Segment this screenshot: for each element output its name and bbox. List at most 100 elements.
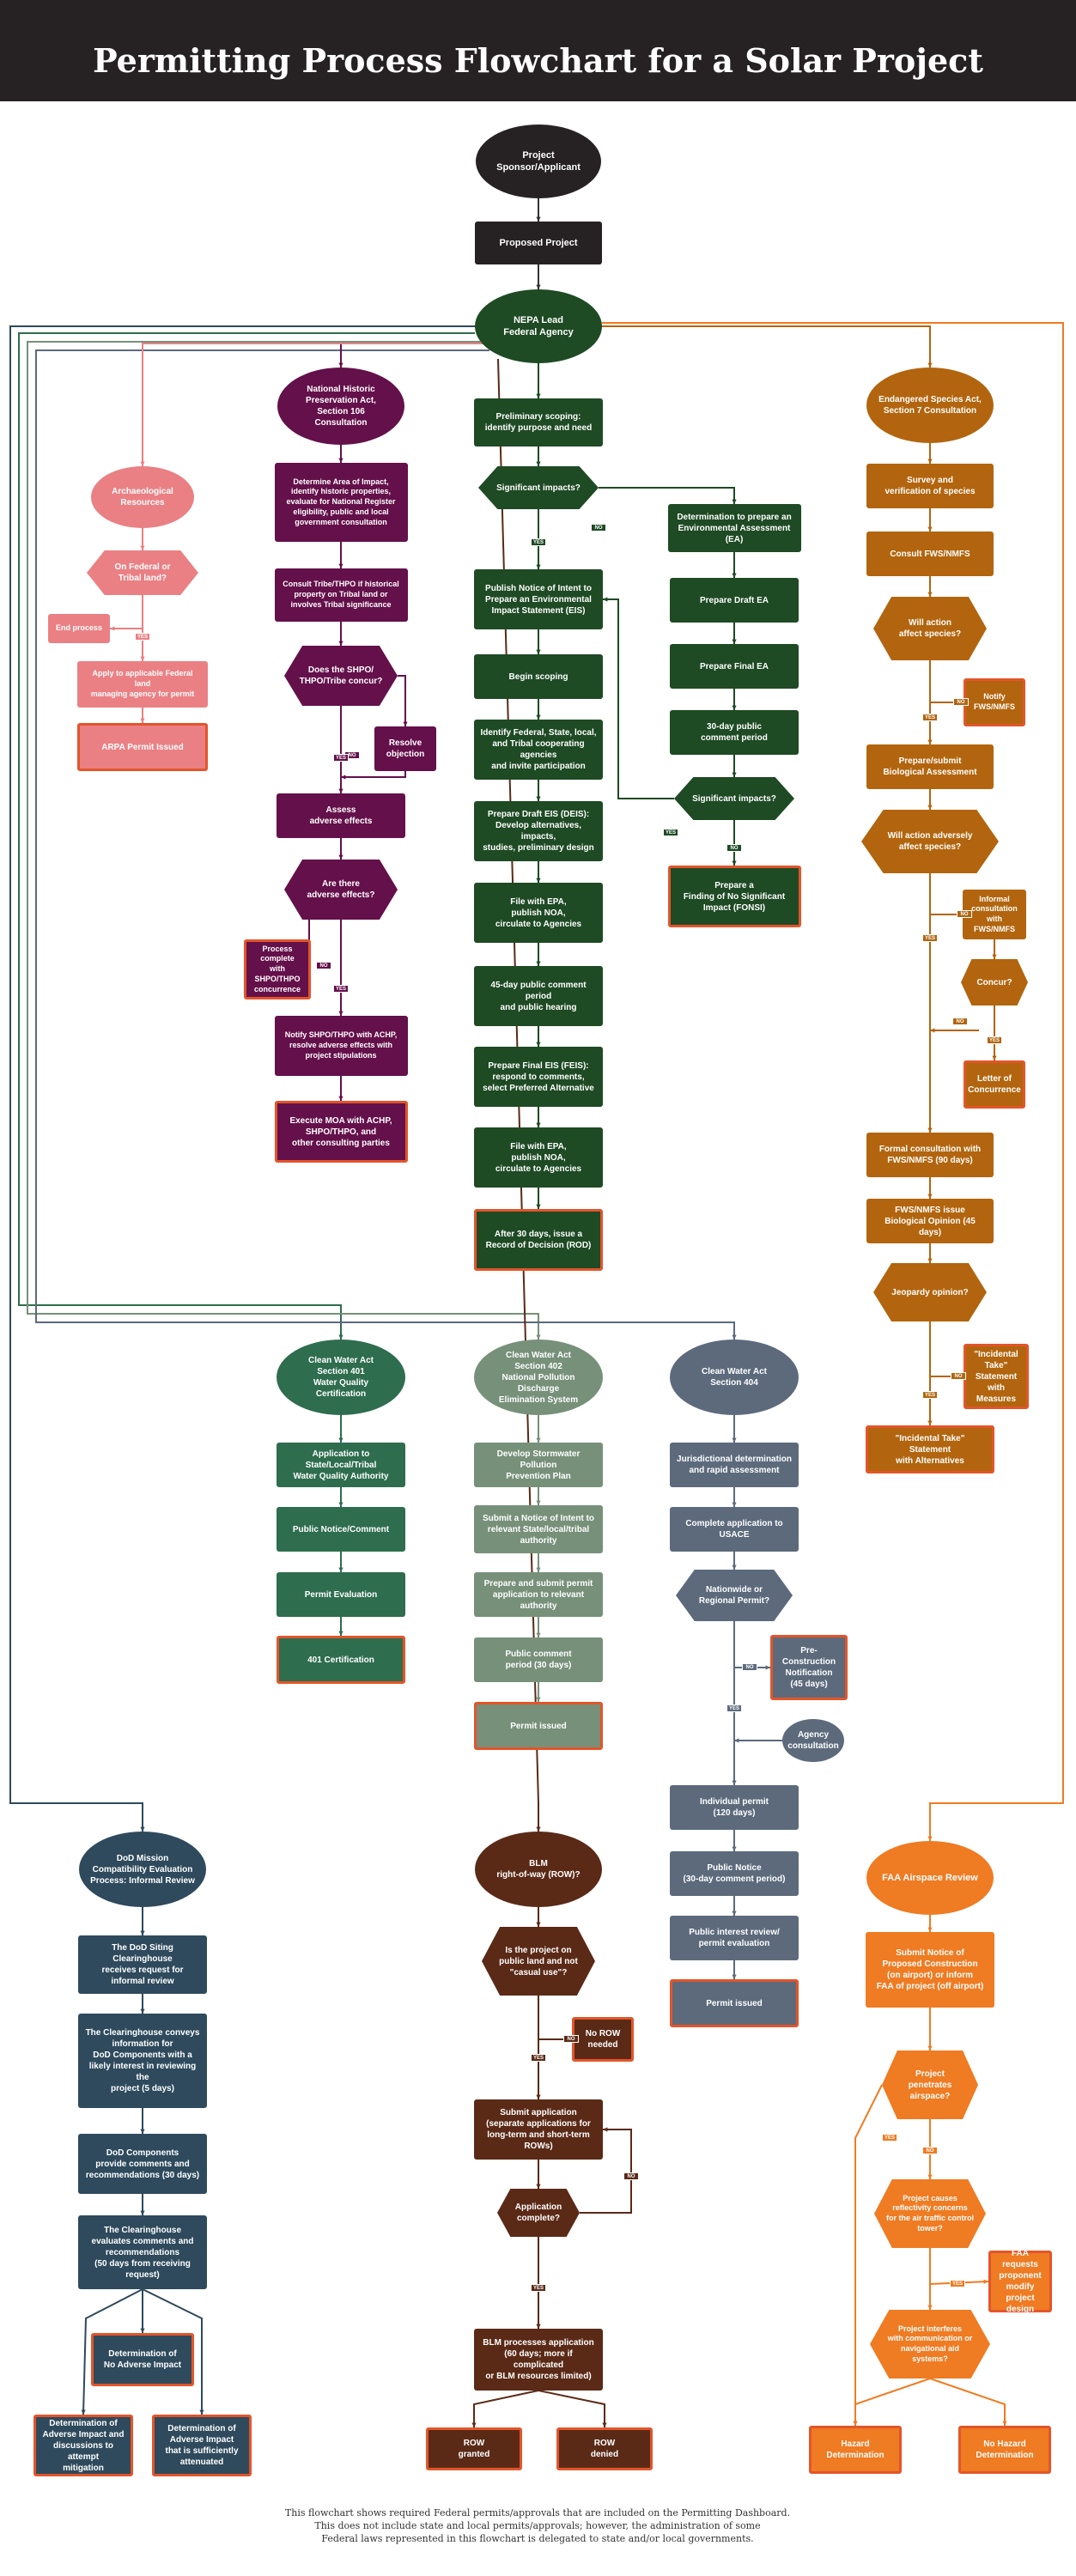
title-banner xyxy=(0,0,1076,101)
arrowhead xyxy=(536,961,541,966)
arrowhead xyxy=(536,1334,541,1340)
node-nhpa: National Historic Preservation Act, Sect… xyxy=(277,368,404,445)
yes-label: YES xyxy=(922,1391,938,1399)
connector xyxy=(82,2288,143,2415)
node-proposed: Proposed Project xyxy=(475,222,602,264)
connector xyxy=(929,2378,1006,2426)
arrowhead xyxy=(140,461,145,466)
arrowhead xyxy=(536,2324,541,2329)
page-title: Permitting Process Flowchart for a Solar… xyxy=(93,41,983,80)
node-sig2: Significant impacts? xyxy=(674,777,794,820)
node-fonsi: Prepare a Finding of No Significant Impa… xyxy=(667,866,801,927)
arrowhead xyxy=(338,1567,343,1572)
node-letter: Letter of Concurrence xyxy=(964,1060,1025,1109)
node-dod: DoD Mission Compatibility Evaluation Pro… xyxy=(79,1832,206,1907)
node-faa-interf: Project interferes with communication or… xyxy=(870,2310,990,2379)
node-identify: Identify Federal, State, local, and Trib… xyxy=(474,720,603,780)
yes-label: YES xyxy=(333,985,349,993)
node-incidental1: "Incidental Take" Statement with Measure… xyxy=(964,1344,1029,1409)
yes-label: YES xyxy=(987,1036,1002,1044)
arrowhead xyxy=(732,1334,737,1340)
arrowhead xyxy=(732,1437,737,1443)
node-c402-comment: Public comment period (30 days) xyxy=(474,1637,603,1682)
arrowhead xyxy=(927,362,933,368)
connector xyxy=(538,2390,605,2427)
node-blm-complete: Application complete? xyxy=(497,2189,580,2237)
yes-label: YES xyxy=(531,2054,546,2062)
node-formal: Formal consultation with FWS/NMFS (90 da… xyxy=(866,1133,994,1177)
arrowhead xyxy=(927,2305,933,2310)
connector xyxy=(340,343,498,368)
footer-line: This does not include state and local pe… xyxy=(314,2519,761,2531)
node-notify-fws: Notify FWS/NMFS xyxy=(964,678,1025,726)
node-file2: File with EPA, publish NOA, circulate to… xyxy=(474,1127,603,1188)
node-esa: Endangered Species Act, Section 7 Consul… xyxy=(866,368,994,443)
arrowhead xyxy=(140,2328,145,2333)
no-label: NO xyxy=(952,1018,968,1025)
arrowhead xyxy=(536,393,541,398)
no-label: NO xyxy=(316,962,331,969)
arrowhead xyxy=(536,1042,541,1047)
node-dod-adv2: Determination of Adverse Impact that is … xyxy=(152,2415,252,2476)
connector xyxy=(602,322,1064,1841)
arrowhead xyxy=(140,545,145,550)
arrowhead xyxy=(536,2184,541,2189)
node-affect: Will action affect species? xyxy=(873,597,987,660)
node-c404-agency: Agency consultation xyxy=(782,1719,844,1762)
arrowhead xyxy=(927,2045,933,2050)
yes-label: YES xyxy=(922,934,938,942)
node-dod2: The Clearinghouse conveys information fo… xyxy=(78,2014,207,2108)
node-row-granted: ROW granted xyxy=(426,2427,522,2470)
no-label: NO xyxy=(953,698,969,706)
arrowhead xyxy=(536,1500,541,1505)
yes-label: YES xyxy=(333,754,349,762)
connector xyxy=(341,771,406,778)
connector xyxy=(142,343,507,466)
arrowhead xyxy=(927,592,933,597)
arrowhead xyxy=(927,1127,933,1133)
arrowhead xyxy=(338,854,343,860)
arrowhead xyxy=(732,1846,737,1851)
node-file1: File with EPA, publish NOA, circulate to… xyxy=(474,883,603,943)
arrowhead xyxy=(732,499,737,504)
arrowhead xyxy=(927,459,933,464)
node-sig1: Significant impacts? xyxy=(478,466,599,509)
arrowhead xyxy=(927,2174,933,2179)
arrowhead xyxy=(732,1564,737,1570)
arrowhead xyxy=(341,775,346,780)
arrowhead xyxy=(536,878,541,883)
connector xyxy=(599,487,735,504)
node-concur: Concur? xyxy=(961,959,1028,1005)
connector xyxy=(603,598,674,799)
arrowhead xyxy=(471,2422,477,2427)
arrowhead xyxy=(765,1665,770,1670)
node-resolve-obj: Resolve objection xyxy=(374,726,436,771)
arrowhead xyxy=(536,1697,541,1702)
node-c402-noi: Submit a Notice of Intent to relevant St… xyxy=(474,1505,603,1553)
arrowhead xyxy=(927,739,933,744)
node-dod4: The Clearinghouse evaluates comments and… xyxy=(78,2215,207,2289)
arrowhead xyxy=(927,1420,933,1425)
footer-note: This flowchart shows required Federal pe… xyxy=(280,2507,795,2546)
node-cwa404: Clean Water Act Section 404 xyxy=(670,1340,799,1415)
arrowhead xyxy=(81,2409,86,2415)
node-c404-issued: Permit issued xyxy=(670,1979,799,2027)
arrowhead xyxy=(338,1631,343,1636)
node-row-denied: ROW denied xyxy=(556,2427,653,2470)
node-dod-no: Determination of No Adverse Impact xyxy=(91,2333,194,2386)
node-final-ea: Prepare Final EA xyxy=(670,644,799,689)
yes-label: YES xyxy=(135,633,150,641)
connector xyxy=(854,2378,931,2426)
node-ba: Prepare/submit Biological Assessment xyxy=(866,744,994,789)
arrowhead xyxy=(338,458,343,463)
node-no-hazard: No Hazard Determination xyxy=(958,2426,1051,2474)
arrowhead xyxy=(536,2094,541,2099)
node-c401-notice: Public Notice/Comment xyxy=(277,1507,405,1552)
connector xyxy=(18,332,475,1340)
node-c404-app: Complete application to USACE xyxy=(670,1507,799,1552)
arrowhead xyxy=(536,216,541,222)
arrowhead xyxy=(930,1028,935,1033)
node-cwa401: Clean Water Act Section 401 Water Qualit… xyxy=(277,1340,405,1415)
node-blm-submit: Submit application (separate application… xyxy=(474,2099,603,2160)
connector xyxy=(473,2390,539,2427)
